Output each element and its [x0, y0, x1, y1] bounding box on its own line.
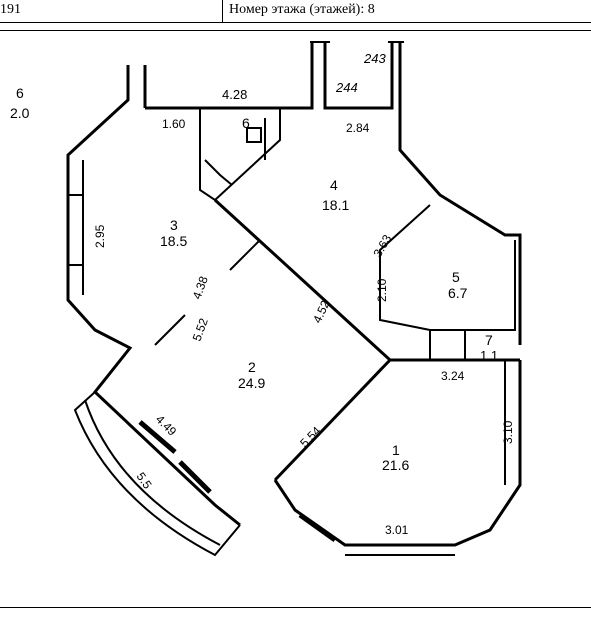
dim-2-95: 2.95	[93, 224, 107, 248]
outer-wall-left	[66, 65, 241, 527]
room-3-number: 3	[170, 217, 178, 233]
room-5-area: 6.7	[448, 285, 468, 301]
dim-5-52: 5.52	[190, 316, 211, 343]
balcony	[73, 391, 241, 557]
header-floor-info: Номер этажа (этажей): 8	[229, 2, 375, 17]
window-left	[68, 194, 83, 266]
room-label: 6	[16, 85, 24, 101]
room-1-number: 1	[392, 442, 400, 458]
room-label: 2.0	[10, 105, 30, 121]
room-2-area: 24.9	[238, 375, 265, 391]
header-left-cell: 191	[0, 2, 21, 17]
room-7-area: 1.1	[480, 348, 498, 363]
room-label: 6	[242, 115, 250, 131]
header-bar: 191 Номер этажа (этажей): 8	[0, 0, 591, 23]
window-balcony-2	[178, 460, 212, 494]
bottom-rule	[0, 607, 591, 608]
room-1-area: 21.6	[382, 457, 409, 473]
dim-4-38: 4.38	[190, 274, 211, 301]
room-3-area: 18.5	[160, 233, 187, 249]
dim-3-10: 3.10	[501, 420, 515, 444]
room-2-number: 2	[248, 359, 256, 375]
dim-4-52: 4.52	[310, 298, 333, 325]
room-4-number: 4	[330, 177, 338, 193]
room-4-area: 18.1	[322, 197, 349, 213]
window-balcony-1	[138, 420, 177, 454]
marker-244: 244	[335, 80, 358, 95]
room-label: 1.60	[162, 117, 186, 131]
room-label: 4.28	[222, 87, 247, 102]
top-rule	[0, 30, 591, 31]
dim-3-01: 3.01	[385, 523, 409, 537]
dim-5-54: 5.54	[297, 423, 324, 450]
dim-3-24: 3.24	[441, 369, 465, 383]
dim-5-5: 5.5	[134, 470, 155, 492]
header-divider	[222, 0, 223, 22]
window-room1	[298, 512, 337, 543]
room-label: 2.84	[346, 121, 370, 135]
room-5-number: 5	[452, 269, 460, 285]
outer-wall-right	[273, 360, 522, 547]
dim-3-63: 3.63	[370, 232, 394, 260]
wall-diag-2	[273, 358, 392, 482]
wall-diag-1	[213, 198, 520, 362]
room-7-number: 7	[485, 332, 493, 348]
dim-2-10: 2.10	[375, 278, 389, 302]
marker-243: 243	[363, 51, 386, 66]
